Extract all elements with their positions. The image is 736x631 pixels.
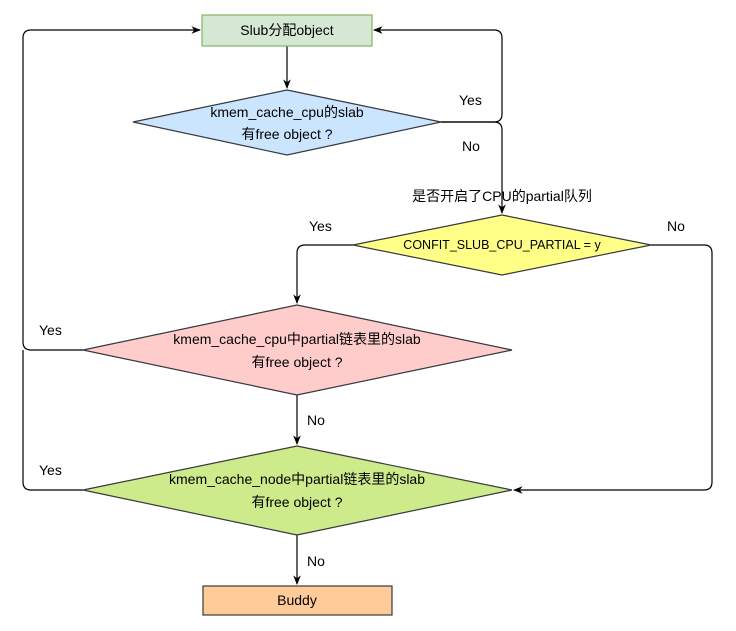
edge-label-cpu-no: No <box>462 138 480 154</box>
buddy-node-label: Buddy <box>277 592 317 608</box>
cpu-check-line1: kmem_cache_cpu的slab <box>210 104 364 120</box>
cpu-partial-check-line1: kmem_cache_cpu中partial链表里的slab <box>173 331 421 347</box>
edge-label-cfg-no: No <box>667 218 685 234</box>
partial-config-label: CONFIT_SLUB_CPU_PARTIAL = y <box>403 238 601 252</box>
edge-cpu-check-yes-loop <box>373 26 503 123</box>
node-partial-check-diamond <box>82 445 513 536</box>
node-partial-check-line2: 有free object ? <box>251 494 342 510</box>
edge-cpu-check-no-to-partial-config <box>441 121 506 214</box>
node-partial-check-line1: kmem_cache_node中partial链表里的slab <box>169 471 425 487</box>
partial-config-diamond <box>352 214 652 276</box>
edge-cpu-partial-yes-loop <box>22 26 201 351</box>
edge-label-cpu-partial-no: No <box>307 412 325 428</box>
cpu-check-diamond <box>132 89 442 156</box>
edge-node-partial-yes-loop <box>22 350 83 491</box>
edge-label-node-partial-yes: Yes <box>39 462 62 478</box>
cpu-check-line2: 有free object ? <box>241 126 332 142</box>
edge-partial-config-no-to-node-partial <box>513 244 713 494</box>
edge-label-cpu-yes: Yes <box>459 92 482 108</box>
cpu-partial-check-diamond <box>82 304 513 396</box>
edge-label-node-partial-no: No <box>307 553 325 569</box>
buddy-node <box>202 585 393 616</box>
partial-question-annotation: 是否开启了CPU的partial队列 <box>412 188 592 204</box>
edge-partial-config-yes-to-cpu-partial <box>293 244 353 304</box>
edge-label-cpu-partial-yes: Yes <box>39 322 62 338</box>
cpu-partial-check-line2: 有free object ? <box>251 354 342 370</box>
start-node-label: Slub分配object <box>240 22 333 38</box>
start-node <box>201 14 373 47</box>
edge-label-cfg-yes: Yes <box>309 218 332 234</box>
